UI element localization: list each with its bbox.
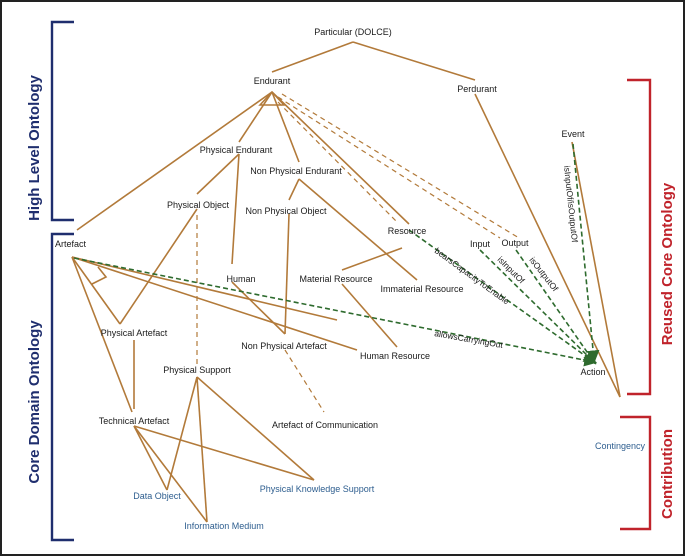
node-output: Output (501, 238, 529, 248)
node-data-object: Data Object (133, 491, 181, 501)
node-endurant: Endurant (254, 76, 291, 86)
relation-edges (73, 143, 600, 367)
node-physical-endurant: Physical Endurant (200, 145, 273, 155)
rel-bears-capacity: bearsCapacityToEnable (433, 246, 512, 307)
concept-nodes: Particular (DOLCE) Endurant Perdurant Ev… (55, 27, 646, 531)
node-particular: Particular (DOLCE) (314, 27, 392, 37)
band-contribution: Contribution (659, 429, 676, 519)
node-physical-artefact: Physical Artefact (101, 328, 168, 338)
node-artefact-of-communication: Artefact of Communication (272, 420, 378, 430)
node-physical-object: Physical Object (167, 200, 230, 210)
node-action: Action (580, 367, 605, 377)
band-core-domain: Core Domain Ontology (26, 320, 43, 484)
band-high-level: High Level Ontology (26, 74, 43, 220)
contribution-bracket (620, 415, 652, 531)
node-non-physical-artefact: Non Physical Artefact (241, 341, 327, 351)
reused-core-bracket (627, 78, 652, 396)
dashed-edges (196, 93, 520, 413)
node-non-physical-object: Non Physical Object (245, 206, 327, 216)
node-physical-knowledge-support: Physical Knowledge Support (260, 484, 375, 494)
node-event: Event (561, 129, 585, 139)
node-resource: Resource (388, 226, 427, 236)
high-level-bracket (50, 20, 74, 222)
node-non-physical-endurant: Non Physical Endurant (250, 166, 342, 176)
node-information-medium: Information Medium (184, 521, 264, 531)
node-material-resource: Material Resource (299, 274, 372, 284)
core-domain-bracket (50, 232, 74, 542)
node-human: Human (226, 274, 255, 284)
node-input: Input (470, 239, 491, 249)
band-reused-core: Reused Core Ontology (659, 182, 676, 345)
node-immaterial-resource: Immaterial Resource (380, 284, 463, 294)
rel-allows-carrying-out: allowsCarryingOut (434, 328, 505, 350)
node-physical-support: Physical Support (163, 365, 231, 375)
rel-is-input-output: isInputOf/isOutputOf (562, 165, 580, 243)
node-technical-artefact: Technical Artefact (99, 416, 170, 426)
node-contingency: Contingency (595, 441, 646, 451)
subclass-edges (71, 41, 621, 523)
node-human-resource: Human Resource (360, 351, 430, 361)
node-artefact: Artefact (55, 239, 87, 249)
node-perdurant: Perdurant (457, 84, 497, 94)
